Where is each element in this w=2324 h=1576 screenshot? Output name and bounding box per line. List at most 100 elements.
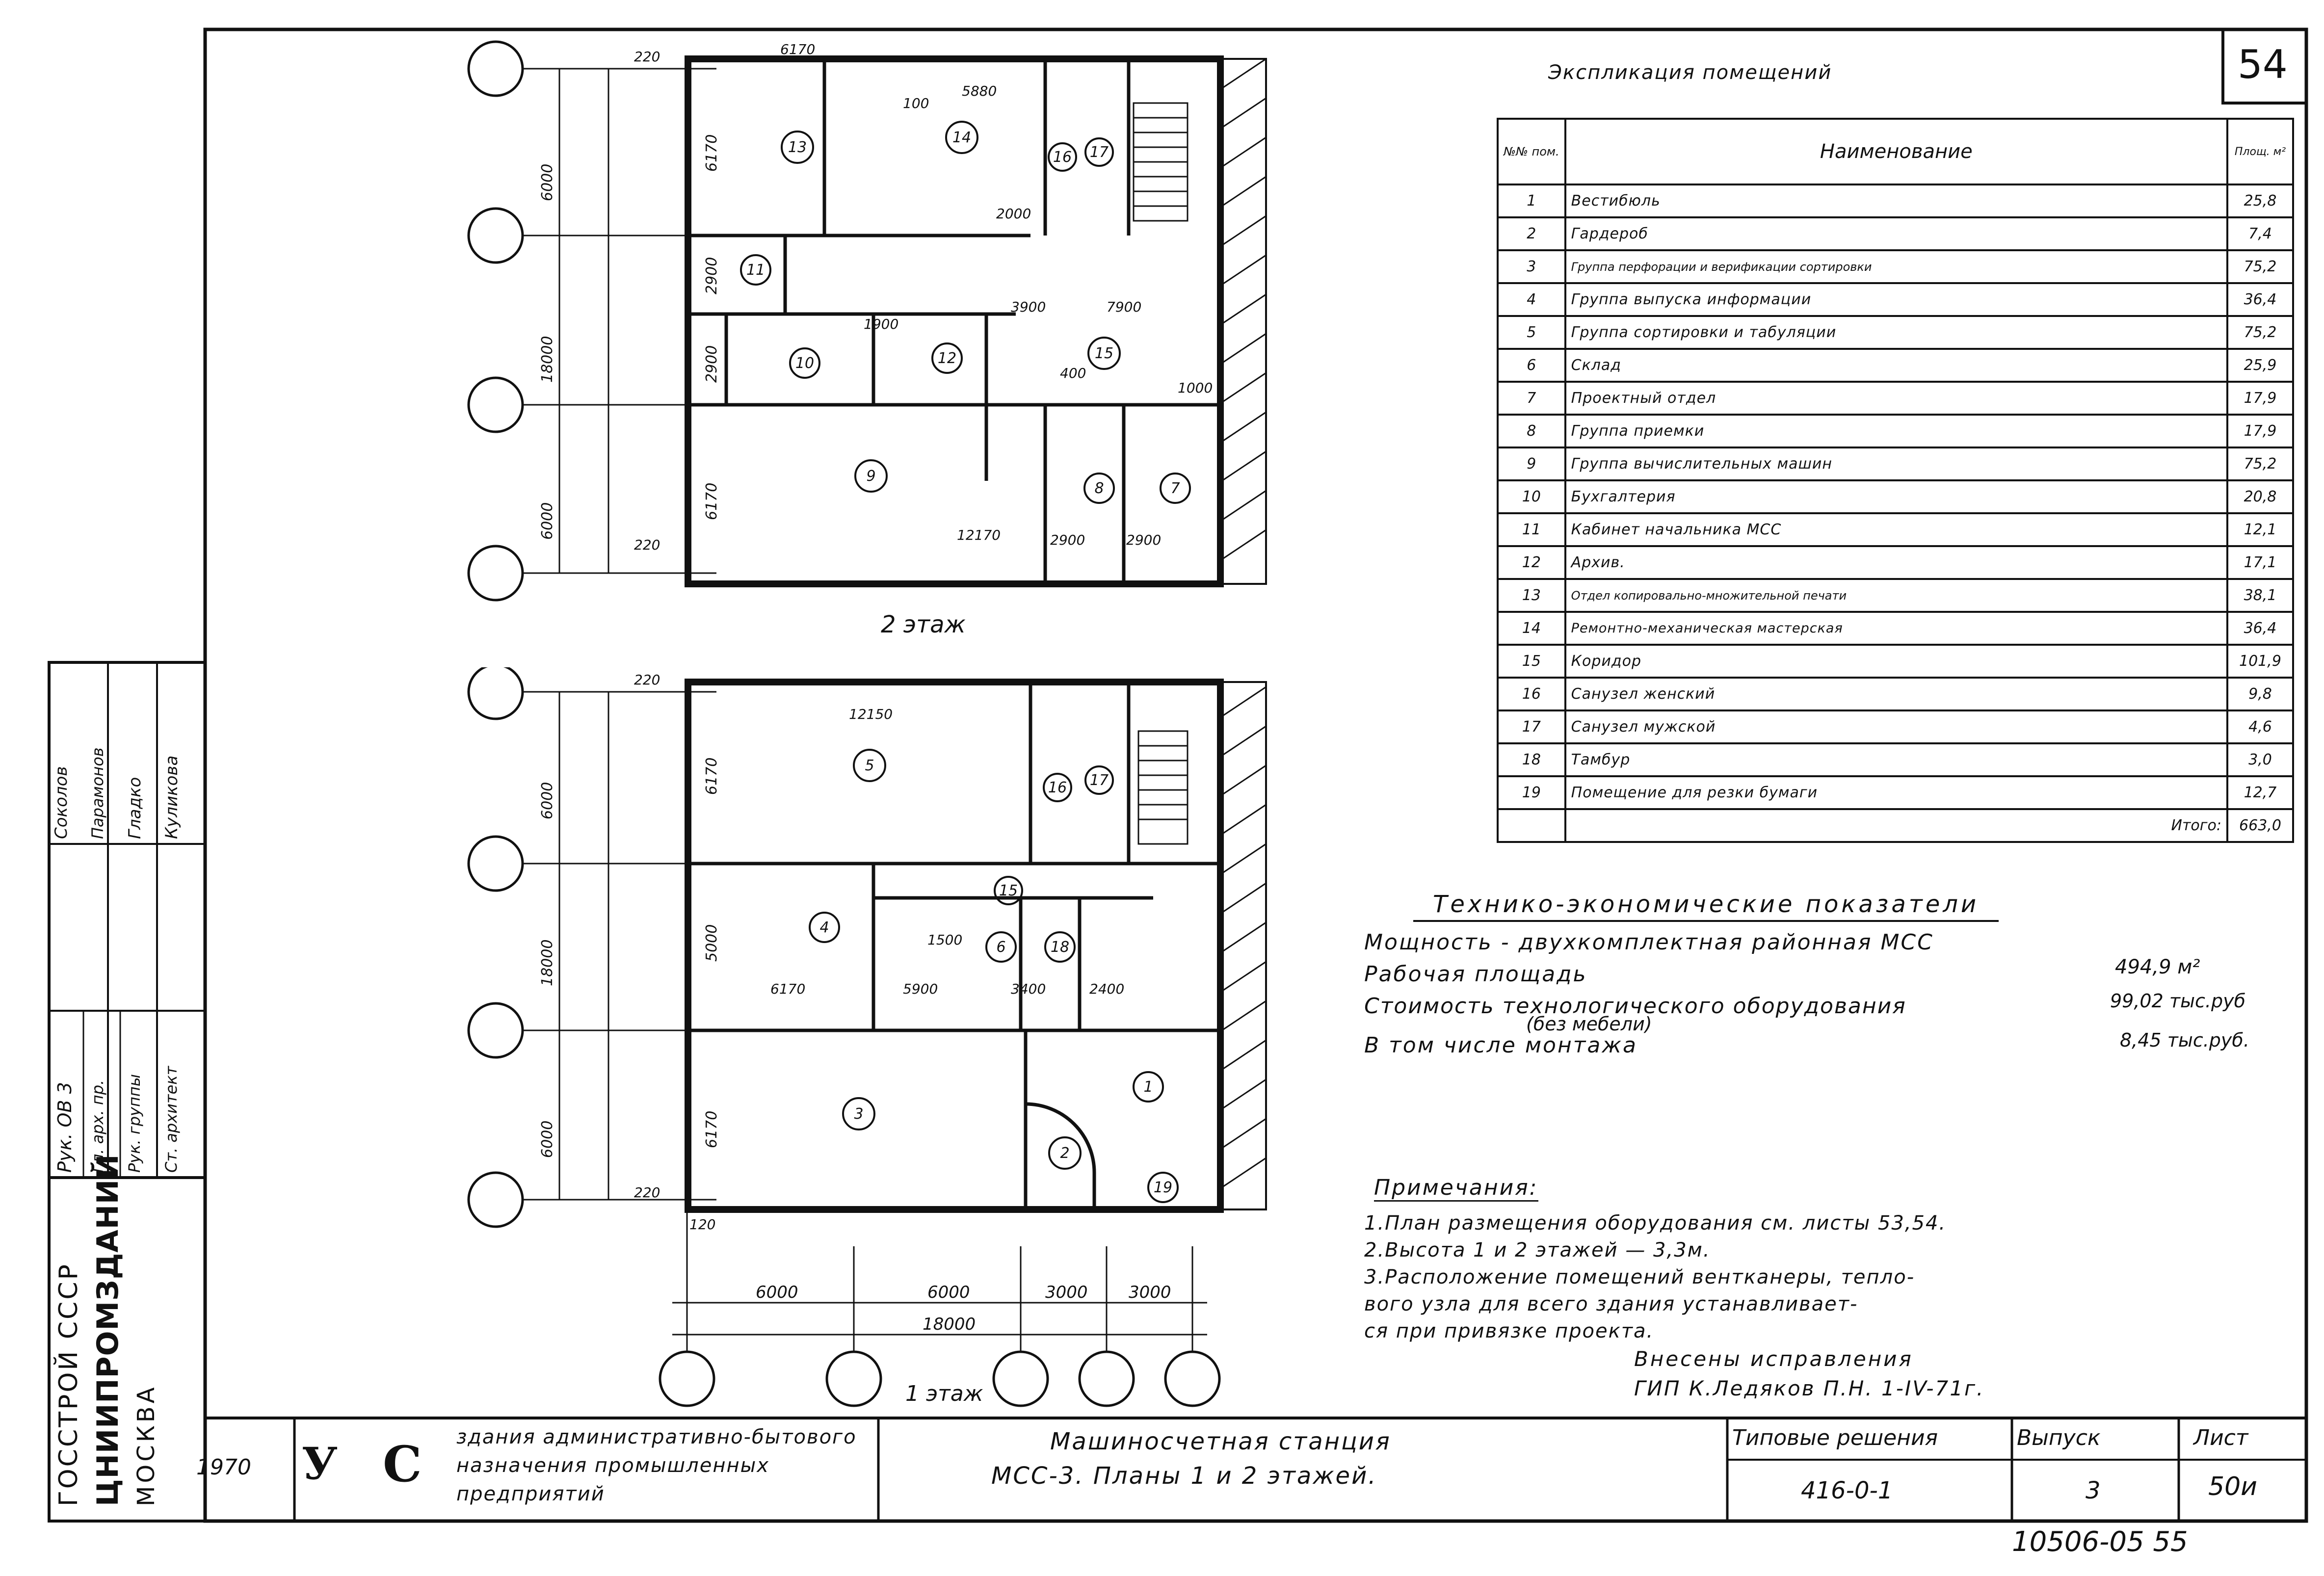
svg-text:2900: 2900 bbox=[1050, 532, 1085, 548]
tep-line-4-label: В том числе монтажа bbox=[1364, 1033, 1637, 1058]
tep-line-2-label: Рабочая площадь bbox=[1364, 962, 1587, 987]
stamp-issue-label: Выпуск bbox=[2017, 1425, 2101, 1450]
room-12: 12 bbox=[938, 350, 956, 367]
stamp-title-1: Машиносчетная станция bbox=[1050, 1428, 1391, 1455]
svg-text:220: 220 bbox=[634, 672, 660, 688]
room-3: 3 bbox=[854, 1105, 863, 1123]
note-3a: 3.Расположение помещений вентканеры, теп… bbox=[1364, 1266, 1915, 1288]
stamp-issue-value: 3 bbox=[2086, 1477, 2101, 1504]
room-10: 10 bbox=[795, 355, 814, 372]
tep-line-3-sub: (без мебели) bbox=[1526, 1013, 1652, 1035]
svg-text:3000: 3000 bbox=[1045, 1283, 1088, 1302]
svg-text:400: 400 bbox=[1060, 365, 1086, 381]
svg-text:2400: 2400 bbox=[1089, 981, 1124, 997]
floor-2-caption: 2 этаж bbox=[881, 611, 966, 638]
room-15-f1: 15 bbox=[999, 882, 1018, 899]
col-area: Площ. м² bbox=[2226, 118, 2294, 185]
tep-line-3-label: Стоимость технологического оборудования bbox=[1364, 994, 1906, 1019]
svg-text:220: 220 bbox=[634, 537, 660, 553]
tep-line-4-value: 8,45 тыс.руб. bbox=[2120, 1029, 2249, 1051]
room-16: 16 bbox=[1053, 149, 1072, 166]
svg-text:6170: 6170 bbox=[703, 1111, 720, 1148]
svg-text:6000: 6000 bbox=[756, 1283, 798, 1302]
stamp-sheet-label: Лист bbox=[2193, 1425, 2248, 1450]
svg-text:5000: 5000 bbox=[703, 924, 720, 962]
svg-text:6000: 6000 bbox=[539, 502, 556, 540]
org-name-2: ЦНИИПРОМЗДАНИЙ bbox=[91, 1154, 125, 1506]
svg-text:18000: 18000 bbox=[539, 940, 556, 986]
stamp-role-2: Гл. арх. пр. bbox=[88, 1079, 107, 1173]
svg-text:6170: 6170 bbox=[703, 758, 720, 795]
svg-text:100: 100 bbox=[903, 95, 929, 111]
archive-number: 10506-05 55 bbox=[2012, 1526, 2188, 1558]
svg-text:6170: 6170 bbox=[703, 134, 720, 172]
svg-text:1500: 1500 bbox=[927, 932, 962, 948]
stamp-sheet-value: 50и bbox=[2208, 1472, 2257, 1501]
stamp-series-label: Типовые решения bbox=[1732, 1425, 1938, 1450]
org-name-1: ГОССТРОЙ СССР bbox=[54, 1262, 83, 1506]
stamp-name-3: Гладко bbox=[125, 777, 145, 839]
stamp-role-3: Рук. группы bbox=[125, 1074, 144, 1173]
corrections-line-1: Внесены исправления bbox=[1634, 1347, 1913, 1371]
note-1: 1.План размещения оборудования см. листы… bbox=[1364, 1212, 1947, 1235]
room-15: 15 bbox=[1095, 345, 1113, 362]
svg-text:18000: 18000 bbox=[923, 1314, 976, 1334]
room-17-f1: 17 bbox=[1090, 772, 1109, 789]
table-total-row: Итого: 663,0 bbox=[1497, 808, 2294, 843]
svg-text:2900: 2900 bbox=[1126, 532, 1161, 548]
room-9: 9 bbox=[866, 468, 875, 485]
svg-text:2900: 2900 bbox=[703, 345, 720, 383]
corrections-line-2: ГИП К.Ледяков П.Н. 1-IV-71г. bbox=[1634, 1376, 1985, 1400]
svg-text:5880: 5880 bbox=[962, 83, 997, 99]
svg-text:1900: 1900 bbox=[864, 316, 898, 332]
stamp-letter-u: У bbox=[302, 1438, 338, 1490]
svg-text:5900: 5900 bbox=[903, 981, 938, 997]
floor-1-caption: 1 этаж bbox=[905, 1381, 983, 1406]
svg-text:2900: 2900 bbox=[703, 257, 720, 294]
stamp-name-1: Соколов bbox=[52, 766, 71, 839]
notes-title: Примечания: bbox=[1374, 1175, 1538, 1202]
stamp-name-2: Парамонов bbox=[88, 747, 107, 839]
tep-line-3-value: 99,02 тыс.руб bbox=[2110, 990, 2246, 1012]
stamp-title-2: МСС-3. Планы 1 и 2 этажей. bbox=[991, 1462, 1377, 1490]
tep-line-2-value: 494,9 м² bbox=[2115, 956, 2200, 978]
room-4: 4 bbox=[819, 919, 829, 936]
svg-text:220: 220 bbox=[634, 1184, 660, 1201]
room-14: 14 bbox=[952, 129, 971, 146]
explication-title: Экспликация помещений bbox=[1548, 61, 1832, 84]
svg-text:12150: 12150 bbox=[849, 706, 893, 722]
svg-text:3900: 3900 bbox=[1011, 299, 1046, 315]
note-3c: ся при привязке проекта. bbox=[1364, 1320, 1654, 1342]
svg-text:120: 120 bbox=[689, 1216, 715, 1233]
stamp-series-value: 416-0-1 bbox=[1801, 1477, 1893, 1504]
room-19: 19 bbox=[1154, 1179, 1172, 1196]
svg-text:6170: 6170 bbox=[770, 981, 805, 997]
svg-text:6170: 6170 bbox=[780, 41, 815, 57]
room-8: 8 bbox=[1094, 480, 1104, 497]
svg-text:12170: 12170 bbox=[957, 527, 1001, 543]
svg-text:7900: 7900 bbox=[1107, 299, 1141, 315]
org-name-3: МОСКВА bbox=[132, 1384, 160, 1506]
svg-text:6170: 6170 bbox=[703, 483, 720, 520]
room-6: 6 bbox=[996, 939, 1005, 956]
col-name: Наименование bbox=[1564, 118, 2229, 185]
room-2: 2 bbox=[1060, 1145, 1069, 1162]
note-3b: вого узла для всего здания устанавливает… bbox=[1364, 1293, 1858, 1315]
room-18: 18 bbox=[1051, 939, 1069, 956]
